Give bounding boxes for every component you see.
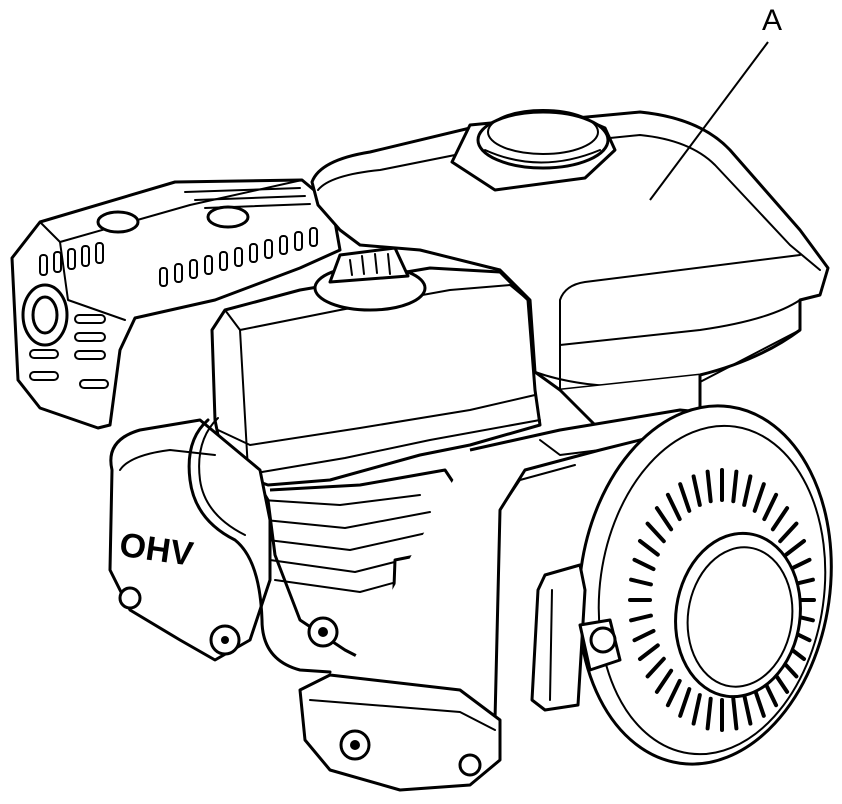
recoil-slot [788, 557, 812, 572]
recoil-slot [752, 687, 766, 718]
callout-label-a: A [762, 4, 782, 37]
recoil-slot [645, 656, 666, 679]
recoil-slot [742, 693, 753, 726]
recoil-slot [645, 521, 666, 544]
recoil-slot [778, 521, 799, 544]
base-mount [298, 673, 502, 792]
fuel-line [187, 418, 332, 674]
recoil-slot [678, 482, 692, 513]
recoil-slot [654, 668, 674, 694]
recoil-slot [742, 474, 753, 507]
recoil-slot [691, 693, 702, 726]
muffler-heat-shield [10, 178, 342, 430]
recoil-slot [678, 687, 692, 718]
starter-grip [530, 563, 622, 712]
fuel-tank [310, 109, 830, 434]
crankcase: OHV [108, 418, 272, 662]
recoil-slot [665, 678, 682, 708]
recoil-slot [629, 577, 653, 587]
callout-a: A [649, 4, 782, 201]
heat-shield-vent-slots [39, 227, 318, 287]
recoil-slot [705, 469, 713, 504]
recoil-slot [731, 469, 739, 504]
recoil-slot [762, 492, 779, 522]
recoil-slot [665, 492, 682, 522]
recoil-slot [784, 539, 806, 557]
recoil-slot [629, 613, 653, 623]
recoil-slot [638, 643, 660, 661]
recoil-slot [705, 696, 713, 731]
muffler-side-slots [29, 314, 109, 389]
callout-leader-line [649, 41, 769, 201]
recoil-slot [638, 539, 660, 557]
recoil-slot [654, 506, 674, 532]
recoil-slot [731, 696, 739, 731]
recoil-slot [632, 557, 656, 572]
recoil-slot [691, 474, 702, 507]
recoil-slot [752, 482, 766, 513]
recoil-starter [577, 404, 833, 766]
recoil-slot [632, 628, 656, 643]
fuel-cap [450, 109, 617, 192]
air-cleaner-wing-nut [313, 246, 427, 312]
recoil-slot [770, 506, 790, 532]
